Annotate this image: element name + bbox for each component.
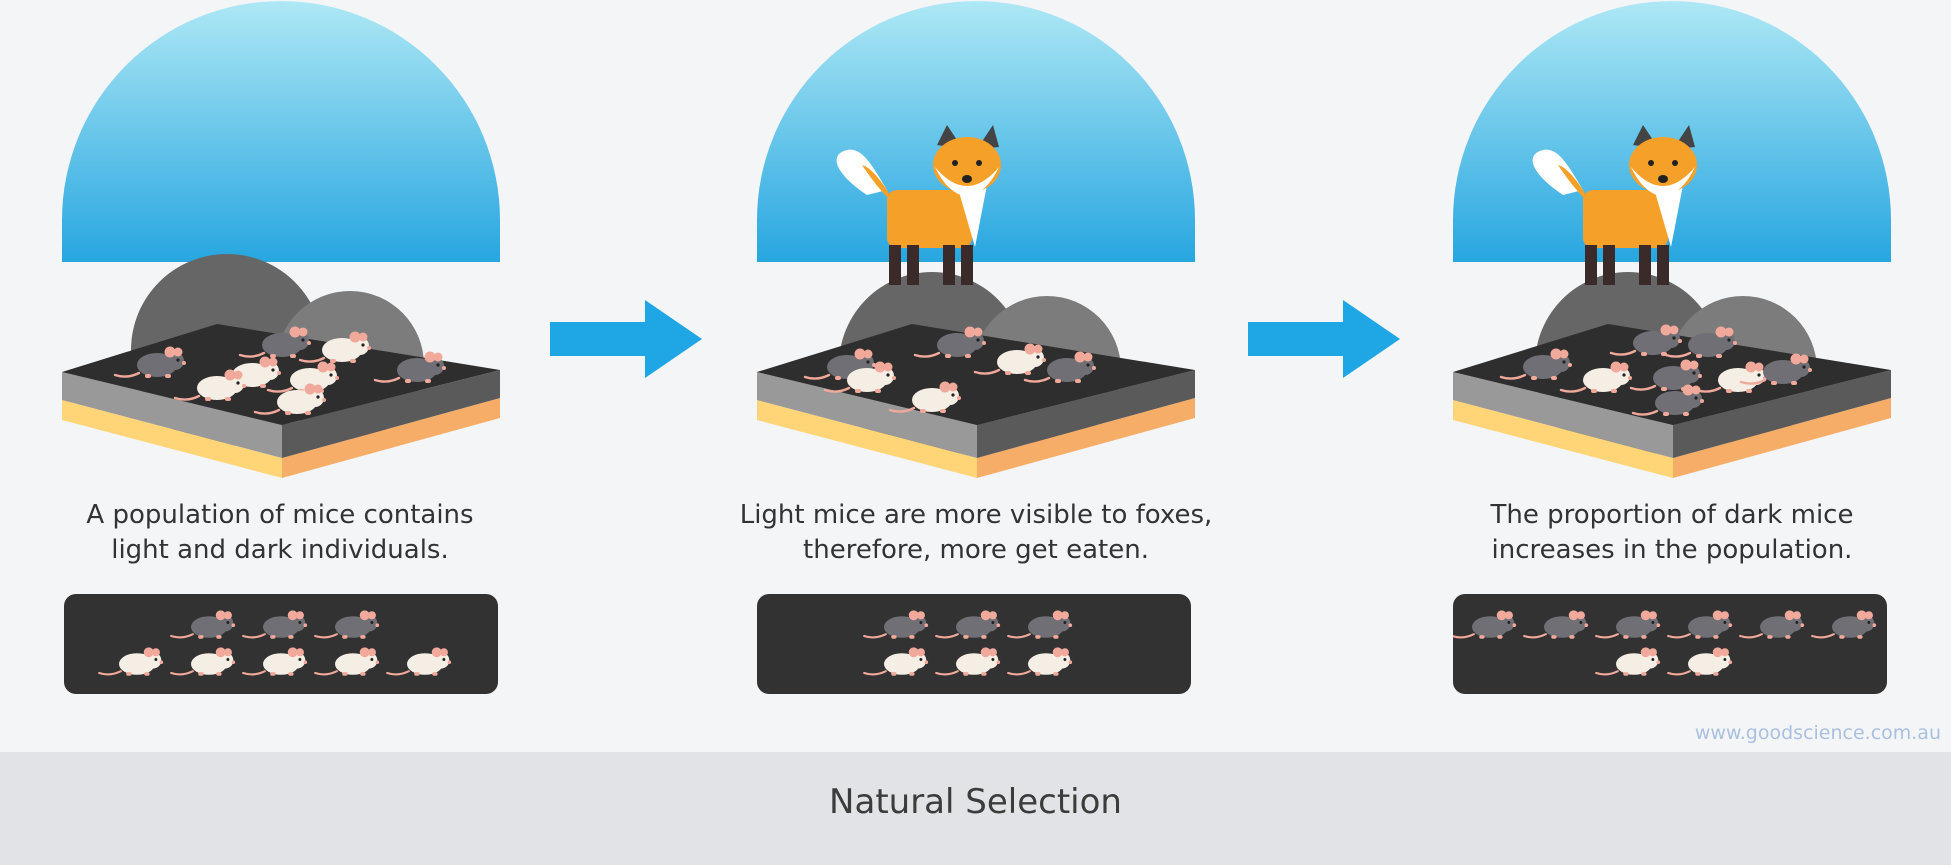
- dark-mouse-icon: [863, 610, 929, 639]
- sky-dome: [757, 1, 1195, 263]
- watermark: www.goodscience.com.au: [1694, 722, 1941, 744]
- dark-mouse-icon: [238, 326, 311, 358]
- dark-mouse-icon: [373, 351, 446, 383]
- dark-mouse-icon: [1811, 610, 1877, 639]
- light-mouse-icon: [242, 647, 308, 676]
- arrow-right-icon: [1248, 300, 1400, 378]
- dark-mouse-icon: [1667, 610, 1733, 639]
- light-mouse-icon: [863, 647, 929, 676]
- dark-mouse-icon: [1007, 610, 1073, 639]
- light-mouse-icon: [1007, 647, 1073, 676]
- light-mouse-icon: [823, 361, 896, 393]
- soil-front-left: [62, 400, 282, 478]
- dark-mouse-icon: [314, 610, 380, 639]
- light-mouse-icon: [170, 647, 236, 676]
- dark-mouse-icon: [1629, 359, 1702, 391]
- tally-icons: [863, 610, 1073, 676]
- dark-mouse-icon: [1739, 353, 1812, 385]
- light-mouse-icon: [1595, 647, 1661, 676]
- panel-3-scene: [1453, 0, 1891, 490]
- soil-front-left: [1453, 400, 1673, 478]
- dark-mouse-icon: [1631, 384, 1704, 416]
- light-mouse-icon: [888, 381, 961, 413]
- panel-2-illustration: [757, 1, 1195, 478]
- tally-icons: [98, 610, 452, 676]
- panel-1-illustration: [62, 1, 500, 478]
- dark-mouse-icon: [242, 610, 308, 639]
- dark-mouse-icon: [1664, 326, 1737, 358]
- dark-mouse-icon: [1023, 351, 1096, 383]
- panel-1-scene: [62, 0, 500, 490]
- caption-line: The proportion of dark mice: [1490, 500, 1854, 530]
- tally-icons: [1451, 610, 1877, 676]
- ground-top: [757, 324, 1195, 425]
- soil-front-right: [282, 398, 500, 478]
- panel-2-scene: [757, 0, 1195, 490]
- ground-side-right: [282, 370, 500, 458]
- ground-side-left: [1453, 372, 1673, 458]
- dark-mouse-icon: [170, 610, 236, 639]
- ground-side-left: [62, 372, 282, 458]
- caption-line: increases in the population.: [1491, 535, 1853, 565]
- ground-side-left: [757, 372, 977, 458]
- dark-mouse-icon: [1499, 348, 1572, 380]
- light-mouse-icon: [298, 331, 371, 363]
- caption-line: therefore, more get eaten.: [803, 535, 1149, 565]
- panel-3-illustration: [1453, 1, 1891, 478]
- scene-mice: [803, 326, 1096, 413]
- sky-dome: [62, 1, 500, 263]
- light-mouse-icon: [253, 383, 326, 415]
- caption-line: A population of mice contains: [86, 500, 474, 530]
- light-mouse-icon: [1559, 361, 1632, 393]
- dark-mouse-icon: [1595, 610, 1661, 639]
- light-mouse-icon: [208, 356, 281, 388]
- panel-3-caption: The proportion of dark mice increases in…: [1412, 498, 1932, 568]
- dark-mouse-icon: [1609, 324, 1682, 356]
- footer-bar: Natural Selection: [0, 752, 1951, 865]
- dark-mouse-icon: [913, 326, 986, 358]
- caption-line: light and dark individuals.: [111, 535, 449, 565]
- light-mouse-icon: [386, 647, 452, 676]
- dark-mouse-icon: [1451, 610, 1517, 639]
- dark-mouse-icon: [1523, 610, 1589, 639]
- soil-front-right: [1673, 398, 1891, 478]
- light-mouse-icon: [173, 369, 246, 401]
- scene-mice: [1499, 324, 1812, 416]
- dark-mouse-icon: [113, 346, 186, 378]
- fox: [836, 125, 1001, 285]
- light-mouse-icon: [314, 647, 380, 676]
- panel-2-mouse-tally: [757, 594, 1191, 694]
- panel-1-mouse-tally: [64, 594, 498, 694]
- light-mouse-icon: [935, 647, 1001, 676]
- dark-mouse-icon: [935, 610, 1001, 639]
- panel-1-caption: A population of mice contains light and …: [20, 498, 540, 568]
- arrow-right-icon: [550, 300, 702, 378]
- sky-dome: [1453, 1, 1891, 263]
- soil-front-right: [977, 398, 1195, 478]
- dark-mouse-icon: [1739, 610, 1805, 639]
- soil-front-left: [757, 400, 977, 478]
- fox: [1532, 125, 1697, 285]
- ground-side-right: [1673, 370, 1891, 458]
- panel-2-caption: Light mice are more visible to foxes, th…: [716, 498, 1236, 568]
- light-mouse-icon: [973, 343, 1046, 375]
- diagram-title: Natural Selection: [829, 782, 1122, 822]
- light-mouse-icon: [98, 647, 164, 676]
- caption-line: Light mice are more visible to foxes,: [739, 500, 1213, 530]
- scene-mice: [113, 326, 446, 415]
- light-mouse-icon: [1667, 647, 1733, 676]
- panel-3-mouse-tally: [1451, 594, 1887, 694]
- ground-side-right: [977, 370, 1195, 458]
